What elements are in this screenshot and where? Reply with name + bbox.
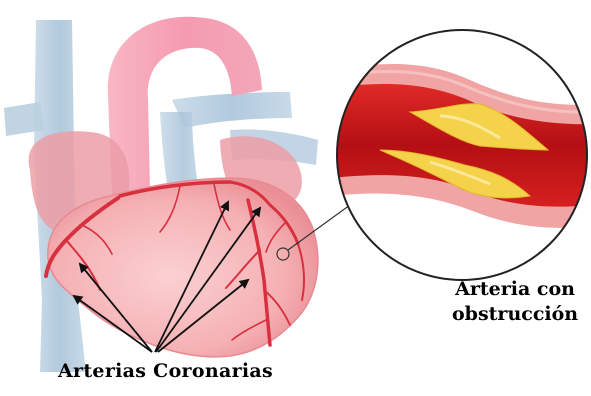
obstructed-artery-label-line2: obstrucción [452, 302, 578, 327]
coronary-arteries-label: Arterias Coronarias [58, 360, 273, 382]
obstructed-artery-zoom [330, 30, 591, 280]
obstructed-artery-label-line1: Arteria con [452, 277, 578, 302]
left-vessel-stub [4, 102, 44, 136]
obstructed-artery-label: Arteria con obstrucción [452, 277, 578, 327]
